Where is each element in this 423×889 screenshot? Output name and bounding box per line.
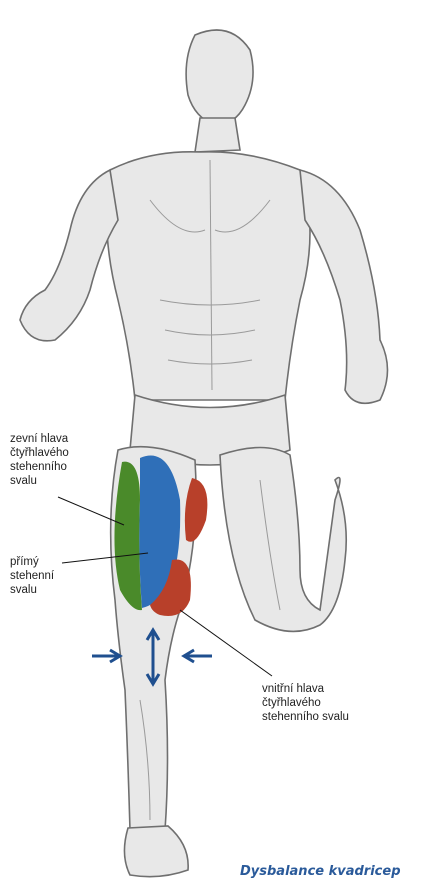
- label-rectus-femoris: přímý stehenní svalu: [10, 555, 54, 597]
- caption: Dysbalance kvadricep: [240, 864, 401, 879]
- label-outer-head: zevní hlava čtyřhlavého stehenního svalu: [10, 432, 69, 488]
- knee-arrows: [92, 630, 212, 684]
- runner-body: [20, 30, 388, 877]
- label-inner-head: vnitřní hlava čtyřhlavého stehenního sva…: [262, 682, 349, 724]
